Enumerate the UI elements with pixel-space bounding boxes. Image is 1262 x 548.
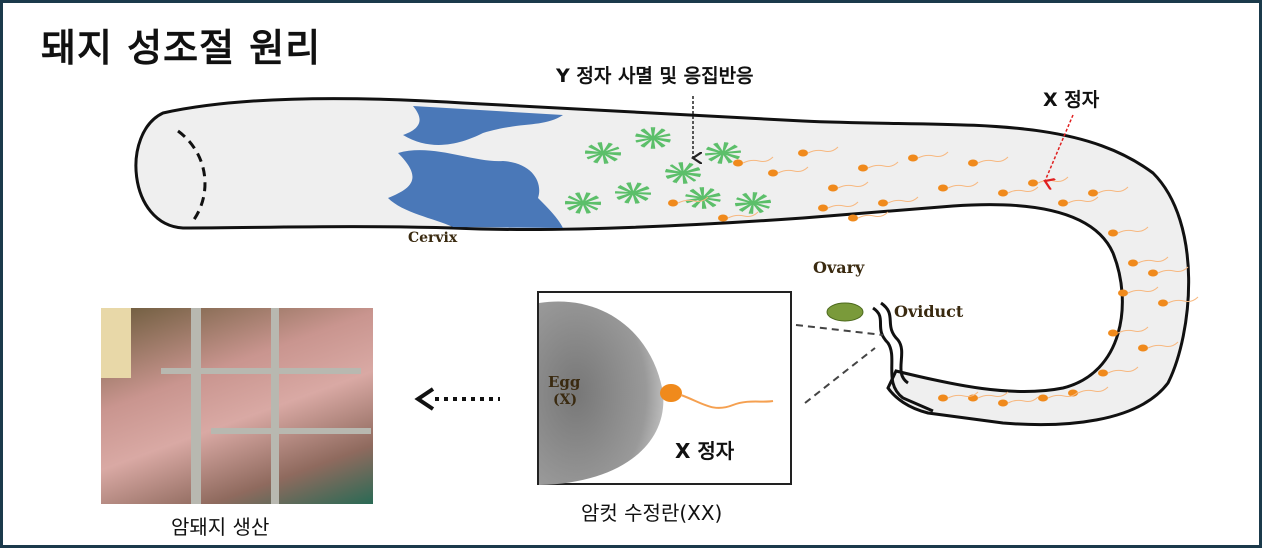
- cluster-strand: [593, 143, 613, 163]
- cluster-strand: [616, 187, 650, 199]
- x-sperm-icon: [1088, 186, 1129, 197]
- reproductive-tract-diagram: [134, 96, 1199, 485]
- cluster-strand: [735, 201, 771, 205]
- photo-caption: 암돼지 생산: [171, 515, 270, 539]
- x-sperm-icon: [908, 151, 949, 162]
- uterus-outline: [134, 97, 1191, 427]
- inset-caption: 암컷 수정란(XX): [581, 501, 723, 525]
- x-sperm-icon: [1108, 326, 1149, 337]
- fertilizing-sperm-icon: [660, 384, 774, 409]
- x-sperm-icon: [1158, 296, 1199, 307]
- back-arrow-icon: [414, 387, 500, 411]
- x-sperm-icon: [938, 391, 979, 402]
- inset-x-sperm-label: X 정자: [675, 439, 735, 463]
- cluster-strand: [708, 145, 738, 161]
- oviduct-label: Oviduct: [894, 302, 964, 321]
- cervix-shape: [388, 106, 563, 228]
- x-sperm-icon: [1138, 341, 1179, 352]
- x-sperm-icon: [998, 396, 1039, 407]
- x-sperm-pointer-arrow: [1045, 114, 1074, 181]
- x-sperm-icon: [998, 186, 1039, 197]
- dashed-cervix-line: [177, 129, 207, 222]
- x-sperm-icon: [1128, 256, 1169, 267]
- egg-label: Egg: [548, 373, 581, 391]
- x-sperm-icon: [668, 196, 709, 207]
- egg-cell: [539, 301, 664, 485]
- x-sperm-icon: [848, 211, 889, 222]
- x-sperm-icon: [718, 211, 759, 222]
- x-sperm-icon: [1058, 196, 1099, 207]
- x-sperm-icon: [1108, 226, 1149, 237]
- cluster-strand: [565, 200, 601, 206]
- x-sperm-icon: [1148, 266, 1189, 277]
- oviduct-tube: [872, 306, 934, 413]
- x-sperm-icon: [858, 161, 899, 172]
- x-sperm-icon: [828, 181, 869, 192]
- x-sperm-icon: [768, 166, 809, 177]
- x-sperm-label: X 정자: [1043, 89, 1100, 111]
- x-sperm-icon: [733, 156, 774, 167]
- ovary-label: Ovary: [813, 258, 865, 277]
- cervix-label: Cervix: [408, 230, 458, 246]
- y-sperm-label: Y 정자 사멸 및 응집반응: [556, 65, 754, 87]
- sow-with-piglets-photo: [101, 308, 373, 504]
- cluster-strand: [640, 129, 666, 147]
- x-sperm-icon: [1118, 286, 1159, 297]
- x-sperm-icon: [1068, 386, 1109, 397]
- egg-chromosome-label: (X): [553, 392, 578, 408]
- x-sperm-icon: [798, 146, 839, 157]
- ovary-shape: [826, 302, 864, 322]
- x-sperm-icon: [938, 181, 979, 192]
- x-sperm-icon: [878, 196, 919, 207]
- x-sperm-icon: [1098, 366, 1139, 377]
- x-sperm-icon: [1038, 391, 1079, 402]
- page-title: 돼지 성조절 원리: [41, 26, 322, 70]
- x-sperm-icon: [968, 156, 1009, 167]
- x-sperm-group: [668, 146, 1199, 407]
- cluster-strand: [685, 194, 721, 202]
- y-sperm-clusters: [564, 127, 771, 214]
- x-sperm-icon: [818, 201, 859, 212]
- cluster-strand: [665, 168, 701, 178]
